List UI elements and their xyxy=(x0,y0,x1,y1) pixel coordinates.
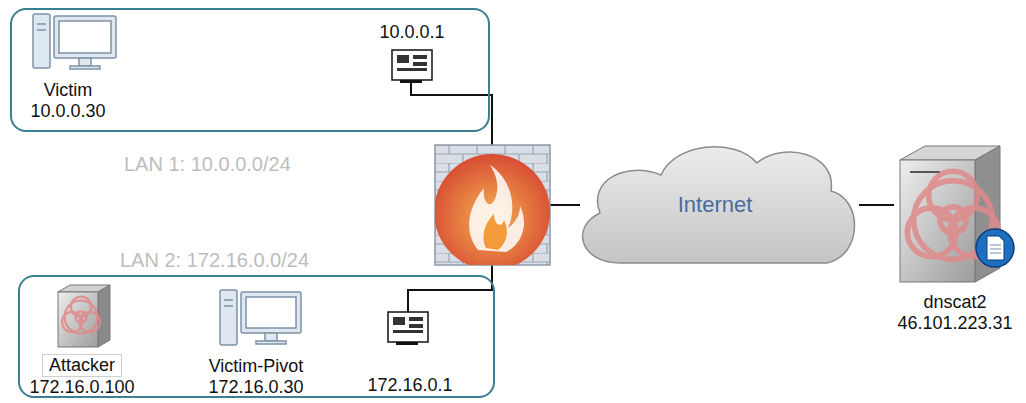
lan-zone: LAN 2: 172.16.0.0/24Attacker172.16.0.100… xyxy=(18,275,495,398)
network-card-icon-part xyxy=(393,317,405,325)
lan-zone: LAN 1: 10.0.0.0/24Victim10.0.0.3010.0.0.… xyxy=(10,8,490,132)
firewall-icon-part xyxy=(435,154,550,265)
workstation-icon xyxy=(33,14,116,69)
firewall-icon-part-part xyxy=(435,154,550,265)
network-card-icon-part xyxy=(413,55,427,59)
interface-node: 172.16.0.1 xyxy=(362,300,458,398)
cloud-outline xyxy=(583,147,855,263)
workstation-icon-part xyxy=(246,297,296,328)
node-label: 10.0.0.1 xyxy=(379,22,444,43)
node-label: dnscat2 xyxy=(923,292,986,313)
node-label: Internet xyxy=(678,192,753,218)
workstation-icon-part xyxy=(54,16,116,58)
c2-server-node: dnscat246.101.223.31 xyxy=(880,140,1026,336)
network-card-icon-part xyxy=(397,55,409,63)
network-link xyxy=(859,204,894,206)
node-label: Victim xyxy=(44,80,93,101)
ip-address: 46.101.223.31 xyxy=(897,313,1012,334)
network-card-icon xyxy=(388,312,428,345)
zone-label: LAN 2: 172.16.0.0/24 xyxy=(120,248,309,272)
attacker-server-icon-part xyxy=(98,285,110,347)
network-wire-part xyxy=(408,265,492,312)
host-node: Victim-Pivot172.16.0.30 xyxy=(200,285,312,400)
workstation-icon-part xyxy=(70,66,100,69)
workstation-icon-part xyxy=(224,300,233,306)
workstation-icon-part xyxy=(59,21,111,53)
c2-server-icon-part xyxy=(987,236,1004,260)
ip-address: 10.0.0.30 xyxy=(30,101,105,122)
network-card-icon-part xyxy=(397,68,427,71)
network-wire-part xyxy=(550,204,580,206)
workstation-icon-part xyxy=(265,333,277,341)
network-card-icon xyxy=(392,50,432,83)
workstation-icon-part xyxy=(33,14,50,68)
firewall-icon-part-part xyxy=(469,165,524,252)
attacker-server-icon-part xyxy=(62,297,100,334)
network-card-icon-part xyxy=(409,324,423,328)
firewall-icon-part-part xyxy=(484,214,507,250)
network-wire-part xyxy=(411,82,492,145)
c2-server-icon-part xyxy=(976,229,1014,267)
c2-server-icon-part xyxy=(990,245,1001,253)
c2-server-icon-part xyxy=(910,171,940,173)
c2-server-icon xyxy=(900,146,1014,282)
node-label: Attacker xyxy=(42,354,122,377)
firewall-icon xyxy=(434,145,550,270)
network-card-icon-part xyxy=(409,317,423,321)
network-card-icon-part xyxy=(388,312,428,342)
network-card-icon-part xyxy=(396,342,418,345)
zone-label: LAN 1: 10.0.0.0/24 xyxy=(124,152,291,176)
ip-address: 172.16.0.100 xyxy=(29,377,134,398)
internet-cloud: Internet xyxy=(565,135,865,275)
host-node: Victim10.0.0.30 xyxy=(18,12,118,126)
workstation-icon-part xyxy=(37,24,46,30)
interface-node: 10.0.0.1 xyxy=(372,22,452,48)
network-card-icon-part xyxy=(392,50,432,80)
workstation-icon-part xyxy=(79,58,91,66)
workstation-icon-part xyxy=(241,292,301,333)
attacker-server-icon xyxy=(58,285,110,347)
network-wire xyxy=(408,82,580,312)
network-card-icon-part xyxy=(413,62,427,66)
network-card-icon-part xyxy=(400,80,422,83)
ip-address: 172.16.0.30 xyxy=(208,377,303,398)
node-label: Victim-Pivot xyxy=(209,356,304,377)
network-card-icon-part xyxy=(393,330,423,333)
workstation-icon-part xyxy=(256,341,286,344)
node-label: 172.16.0.1 xyxy=(367,375,452,396)
workstation-icon xyxy=(220,290,301,345)
workstation-icon-part xyxy=(220,290,237,345)
host-node: Attacker172.16.0.100 xyxy=(22,282,142,400)
